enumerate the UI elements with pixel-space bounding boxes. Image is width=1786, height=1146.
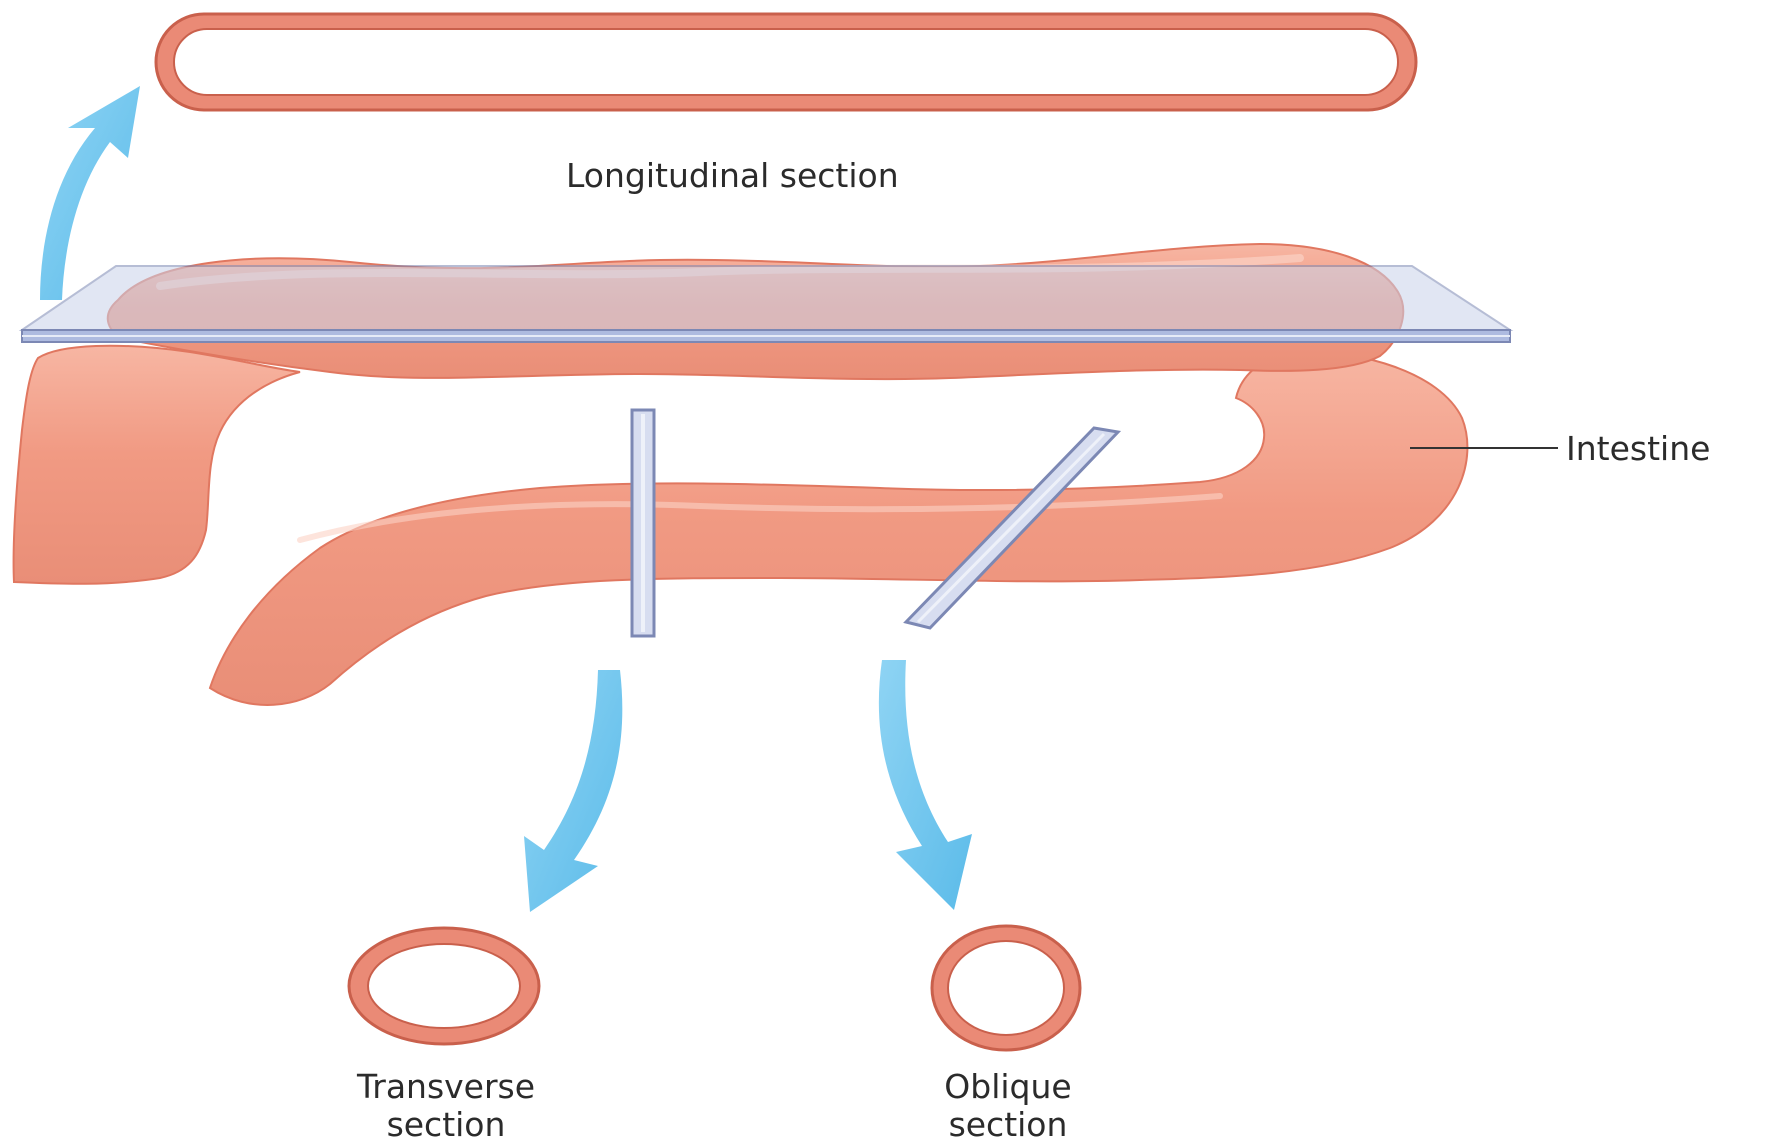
transverse-label-line2: section (286, 1106, 606, 1144)
transverse-label-line1: Transverse (286, 1068, 606, 1106)
transverse-section-shape (349, 928, 539, 1044)
arrow-to-transverse (524, 670, 622, 912)
oblique-section-label: Oblique section (848, 1068, 1168, 1144)
oblique-label-line2: section (848, 1106, 1168, 1144)
transverse-section-label: Transverse section (286, 1068, 606, 1144)
arrow-to-oblique (879, 660, 972, 910)
longitudinal-section-label: Longitudinal section (566, 157, 899, 195)
oblique-label-line1: Oblique (848, 1068, 1168, 1106)
intestine-label: Intestine (1566, 430, 1710, 468)
transverse-cutting-plane (632, 410, 654, 636)
longitudinal-section-shape (156, 14, 1416, 110)
longitudinal-cutting-plane (22, 266, 1510, 342)
oblique-section-shape (932, 926, 1080, 1050)
